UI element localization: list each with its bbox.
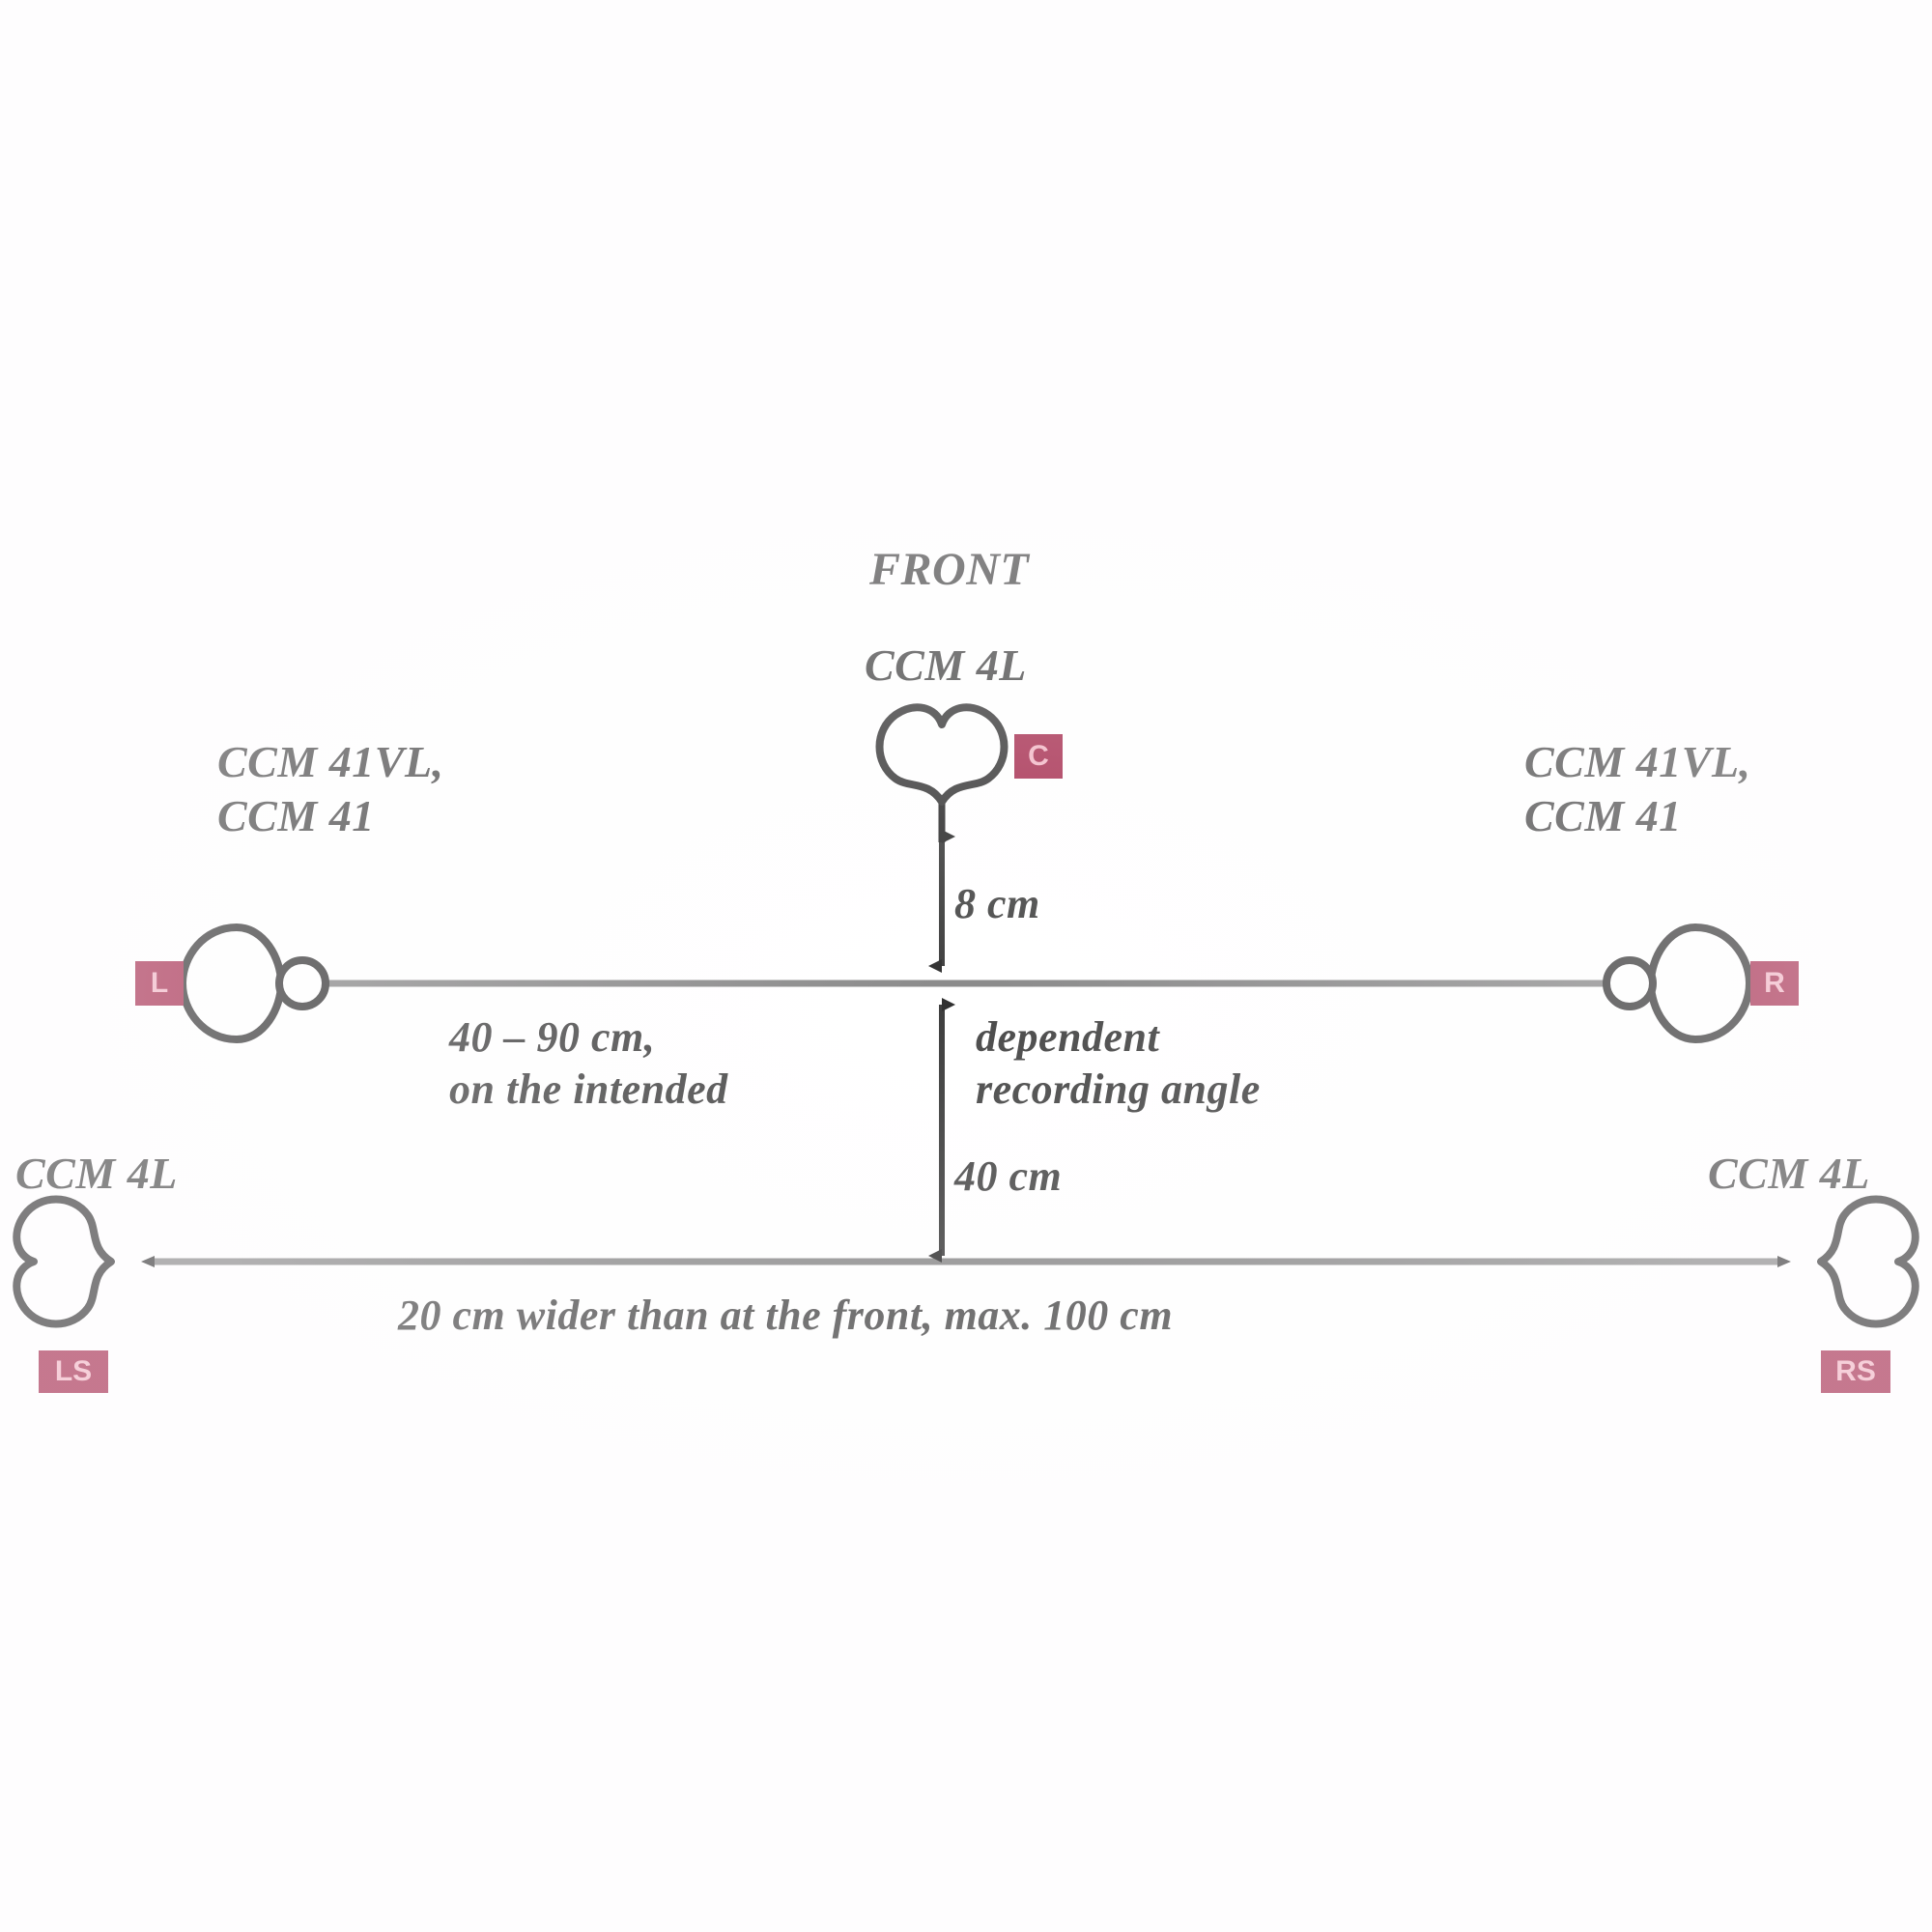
channel-badge-right[interactable]: R xyxy=(1750,961,1799,1006)
dimension-lr-spacing-line1: 40 – 90 cm, xyxy=(449,1013,656,1061)
mic-label-right-line1: CCM 41VL, xyxy=(1524,737,1751,786)
front-orientation-label: FRONT xyxy=(869,544,1030,595)
mic-label-right-surround: CCM 4L xyxy=(1708,1149,1870,1198)
channel-badge-left-surround[interactable]: LS xyxy=(39,1350,108,1393)
mic-label-left-surround: CCM 4L xyxy=(15,1149,178,1198)
dimension-rear-width: 20 cm wider than at the front, max. 100 … xyxy=(398,1292,1174,1339)
mic-symbol-right-surround xyxy=(1817,1195,1919,1328)
mic-symbol-center xyxy=(875,703,1009,806)
channel-badge-right-surround[interactable]: RS xyxy=(1821,1350,1890,1393)
dimension-lr-spacing-line4: recording angle xyxy=(976,1065,1261,1113)
dimension-front-to-rear: 40 cm xyxy=(954,1152,1063,1200)
mic-symbol-left-surround xyxy=(13,1195,115,1328)
mic-symbol-right xyxy=(1603,923,1753,1043)
mic-label-right-line2: CCM 41 xyxy=(1524,791,1682,840)
channel-badge-center[interactable]: C xyxy=(1014,734,1063,779)
mic-label-left-line2: CCM 41 xyxy=(217,791,375,840)
dimension-center-offset: 8 cm xyxy=(954,880,1040,927)
dimension-lr-spacing-line2: on the intended xyxy=(449,1065,728,1113)
channel-badge-left[interactable]: L xyxy=(135,961,184,1006)
mic-label-left-line1: CCM 41VL, xyxy=(217,737,444,786)
mic-symbol-left xyxy=(179,923,329,1043)
mic-label-center: CCM 4L xyxy=(865,640,1027,690)
dimension-lr-spacing-line3: dependent xyxy=(976,1013,1160,1061)
